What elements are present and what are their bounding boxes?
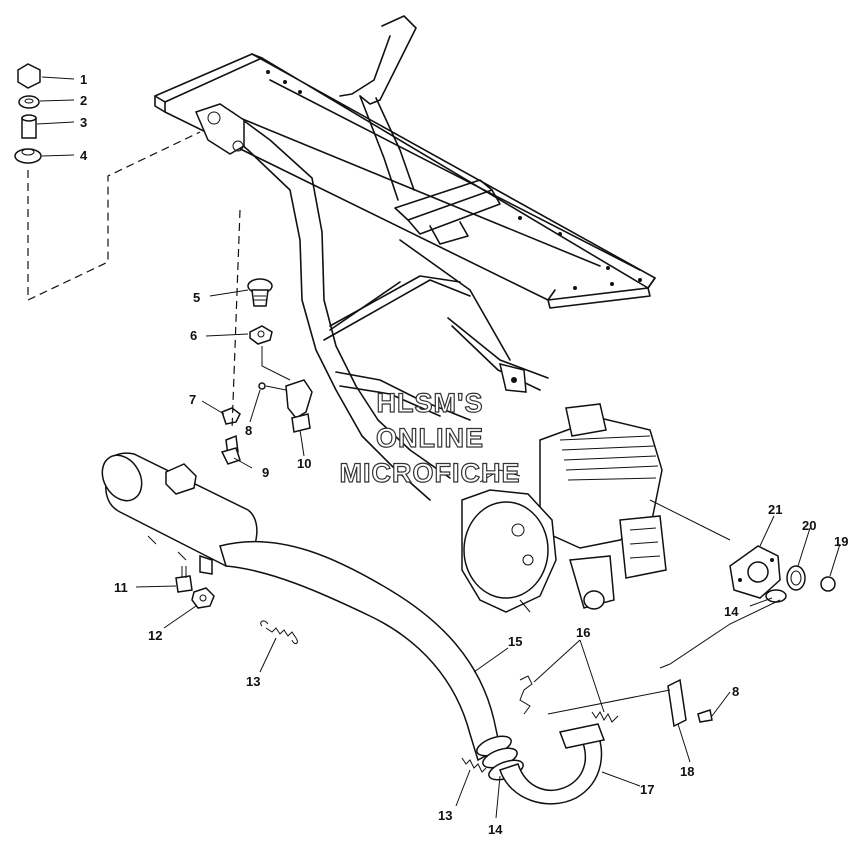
muffler-assembly <box>101 452 258 575</box>
callout-12: 12 <box>148 628 162 643</box>
muffler-bolts <box>175 566 215 609</box>
engine <box>461 403 667 613</box>
callouts: 1 2 3 4 5 6 7 8 9 10 11 12 13 13 14 14 1… <box>80 72 848 837</box>
callout-1: 1 <box>80 72 87 87</box>
callout-4: 4 <box>80 148 88 163</box>
watermark-line-1: HLSM'S <box>377 388 484 418</box>
callout-21: 21 <box>768 502 782 517</box>
callout-13-lower: 13 <box>438 808 452 823</box>
mount-hardware-stack <box>14 63 201 301</box>
frame <box>154 15 656 501</box>
callout-9: 9 <box>262 465 269 480</box>
callout-16: 16 <box>576 625 590 640</box>
watermark-line-3: MICROFICHE <box>340 458 521 488</box>
callout-3: 3 <box>80 115 87 130</box>
leader-lines <box>36 76 841 819</box>
callout-2: 2 <box>80 93 87 108</box>
exhaust-pipe <box>219 540 524 781</box>
flange-gasket <box>649 499 836 603</box>
callout-8-upper: 8 <box>245 423 252 438</box>
grommet-and-bracket <box>220 209 313 465</box>
callout-5: 5 <box>193 290 200 305</box>
callout-15: 15 <box>508 634 522 649</box>
springs <box>260 620 619 773</box>
callout-14-lower: 14 <box>488 822 503 837</box>
callout-10: 10 <box>297 456 311 471</box>
callout-8-lower: 8 <box>732 684 739 699</box>
watermark-line-2: ONLINE <box>376 423 484 453</box>
callout-18: 18 <box>680 764 694 779</box>
callout-20: 20 <box>802 518 816 533</box>
callout-14-upper: 14 <box>724 604 739 619</box>
rear-bracket <box>519 599 781 728</box>
watermark: HLSM'S ONLINE MICROFICHE <box>339 387 521 488</box>
callout-7: 7 <box>189 392 196 407</box>
callout-11: 11 <box>114 580 128 595</box>
callout-19: 19 <box>834 534 848 549</box>
callout-6: 6 <box>190 328 197 343</box>
front-pipe <box>499 723 606 805</box>
callout-13-upper: 13 <box>246 674 260 689</box>
callout-17: 17 <box>640 782 654 797</box>
